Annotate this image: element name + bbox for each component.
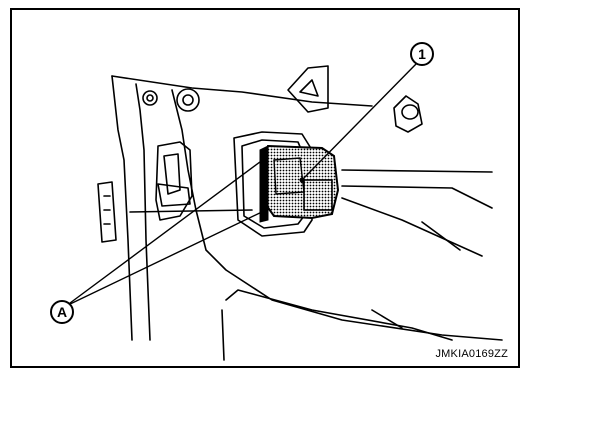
harness-line-1 — [341, 169, 493, 173]
upper-bracket — [287, 65, 329, 113]
panel-top-edge — [111, 75, 373, 107]
leader-1 — [301, 61, 419, 181]
diagram-drawing: 1 A — [50, 42, 503, 361]
callout-a-label: A — [57, 304, 67, 320]
leader-1-dot — [299, 177, 305, 183]
clip-assembly — [155, 141, 193, 221]
connector-opening — [233, 131, 313, 237]
callout-1-circle — [410, 42, 434, 66]
connector-body — [259, 144, 340, 223]
leader-a-lower — [65, 209, 267, 307]
side-clip — [97, 181, 117, 243]
callout-a-circle — [50, 300, 74, 324]
diagram-frame: 1 A JMKIA0169ZZ — [10, 8, 520, 368]
lower-cutout — [225, 289, 453, 341]
figure-code: JMKIA0169ZZ — [435, 348, 508, 360]
boss-right — [176, 88, 200, 112]
callout-1-label: 1 — [418, 46, 426, 62]
boss-left — [142, 90, 158, 106]
leader-a-upper — [65, 155, 269, 307]
grommet — [393, 95, 423, 133]
panel-edge-left — [111, 75, 133, 341]
